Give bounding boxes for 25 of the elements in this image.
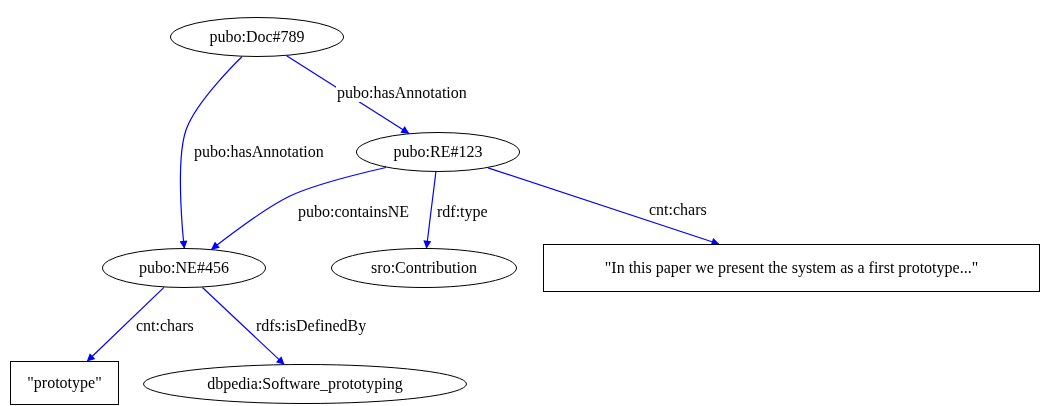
node-label: "In this paper we present the system as a first prototype..." xyxy=(604,259,979,277)
edge-label: pubo:containsNE xyxy=(297,203,411,221)
node-label: pubo:RE#123 xyxy=(393,143,483,161)
ellipse-node xyxy=(102,248,266,288)
edge-label: pubo:hasAnnotation xyxy=(336,84,468,102)
arrow xyxy=(211,166,387,250)
edge-label: rdf:type xyxy=(436,203,489,221)
node-label: pubo:Doc#789 xyxy=(209,28,305,46)
ellipse-node xyxy=(143,364,467,404)
arrow xyxy=(487,167,720,246)
node-label: dbpedia:Software_prototyping xyxy=(207,375,403,393)
arrow xyxy=(86,286,165,362)
node-label: sro:Contribution xyxy=(371,259,477,277)
edge-label: pubo:hasAnnotation xyxy=(193,143,325,161)
arrow xyxy=(423,171,437,249)
ellipse-node xyxy=(331,248,517,288)
ellipse-node xyxy=(356,132,520,172)
edge-label: rdfs:isDefinedBy xyxy=(255,317,368,335)
node-label: "prototype" xyxy=(27,374,102,392)
literal-box xyxy=(543,244,1040,292)
ellipse-node xyxy=(170,17,344,57)
arrow xyxy=(179,56,243,249)
node-label: pubo:NE#456 xyxy=(139,259,229,277)
arrow xyxy=(201,286,285,365)
literal-box xyxy=(10,361,119,405)
